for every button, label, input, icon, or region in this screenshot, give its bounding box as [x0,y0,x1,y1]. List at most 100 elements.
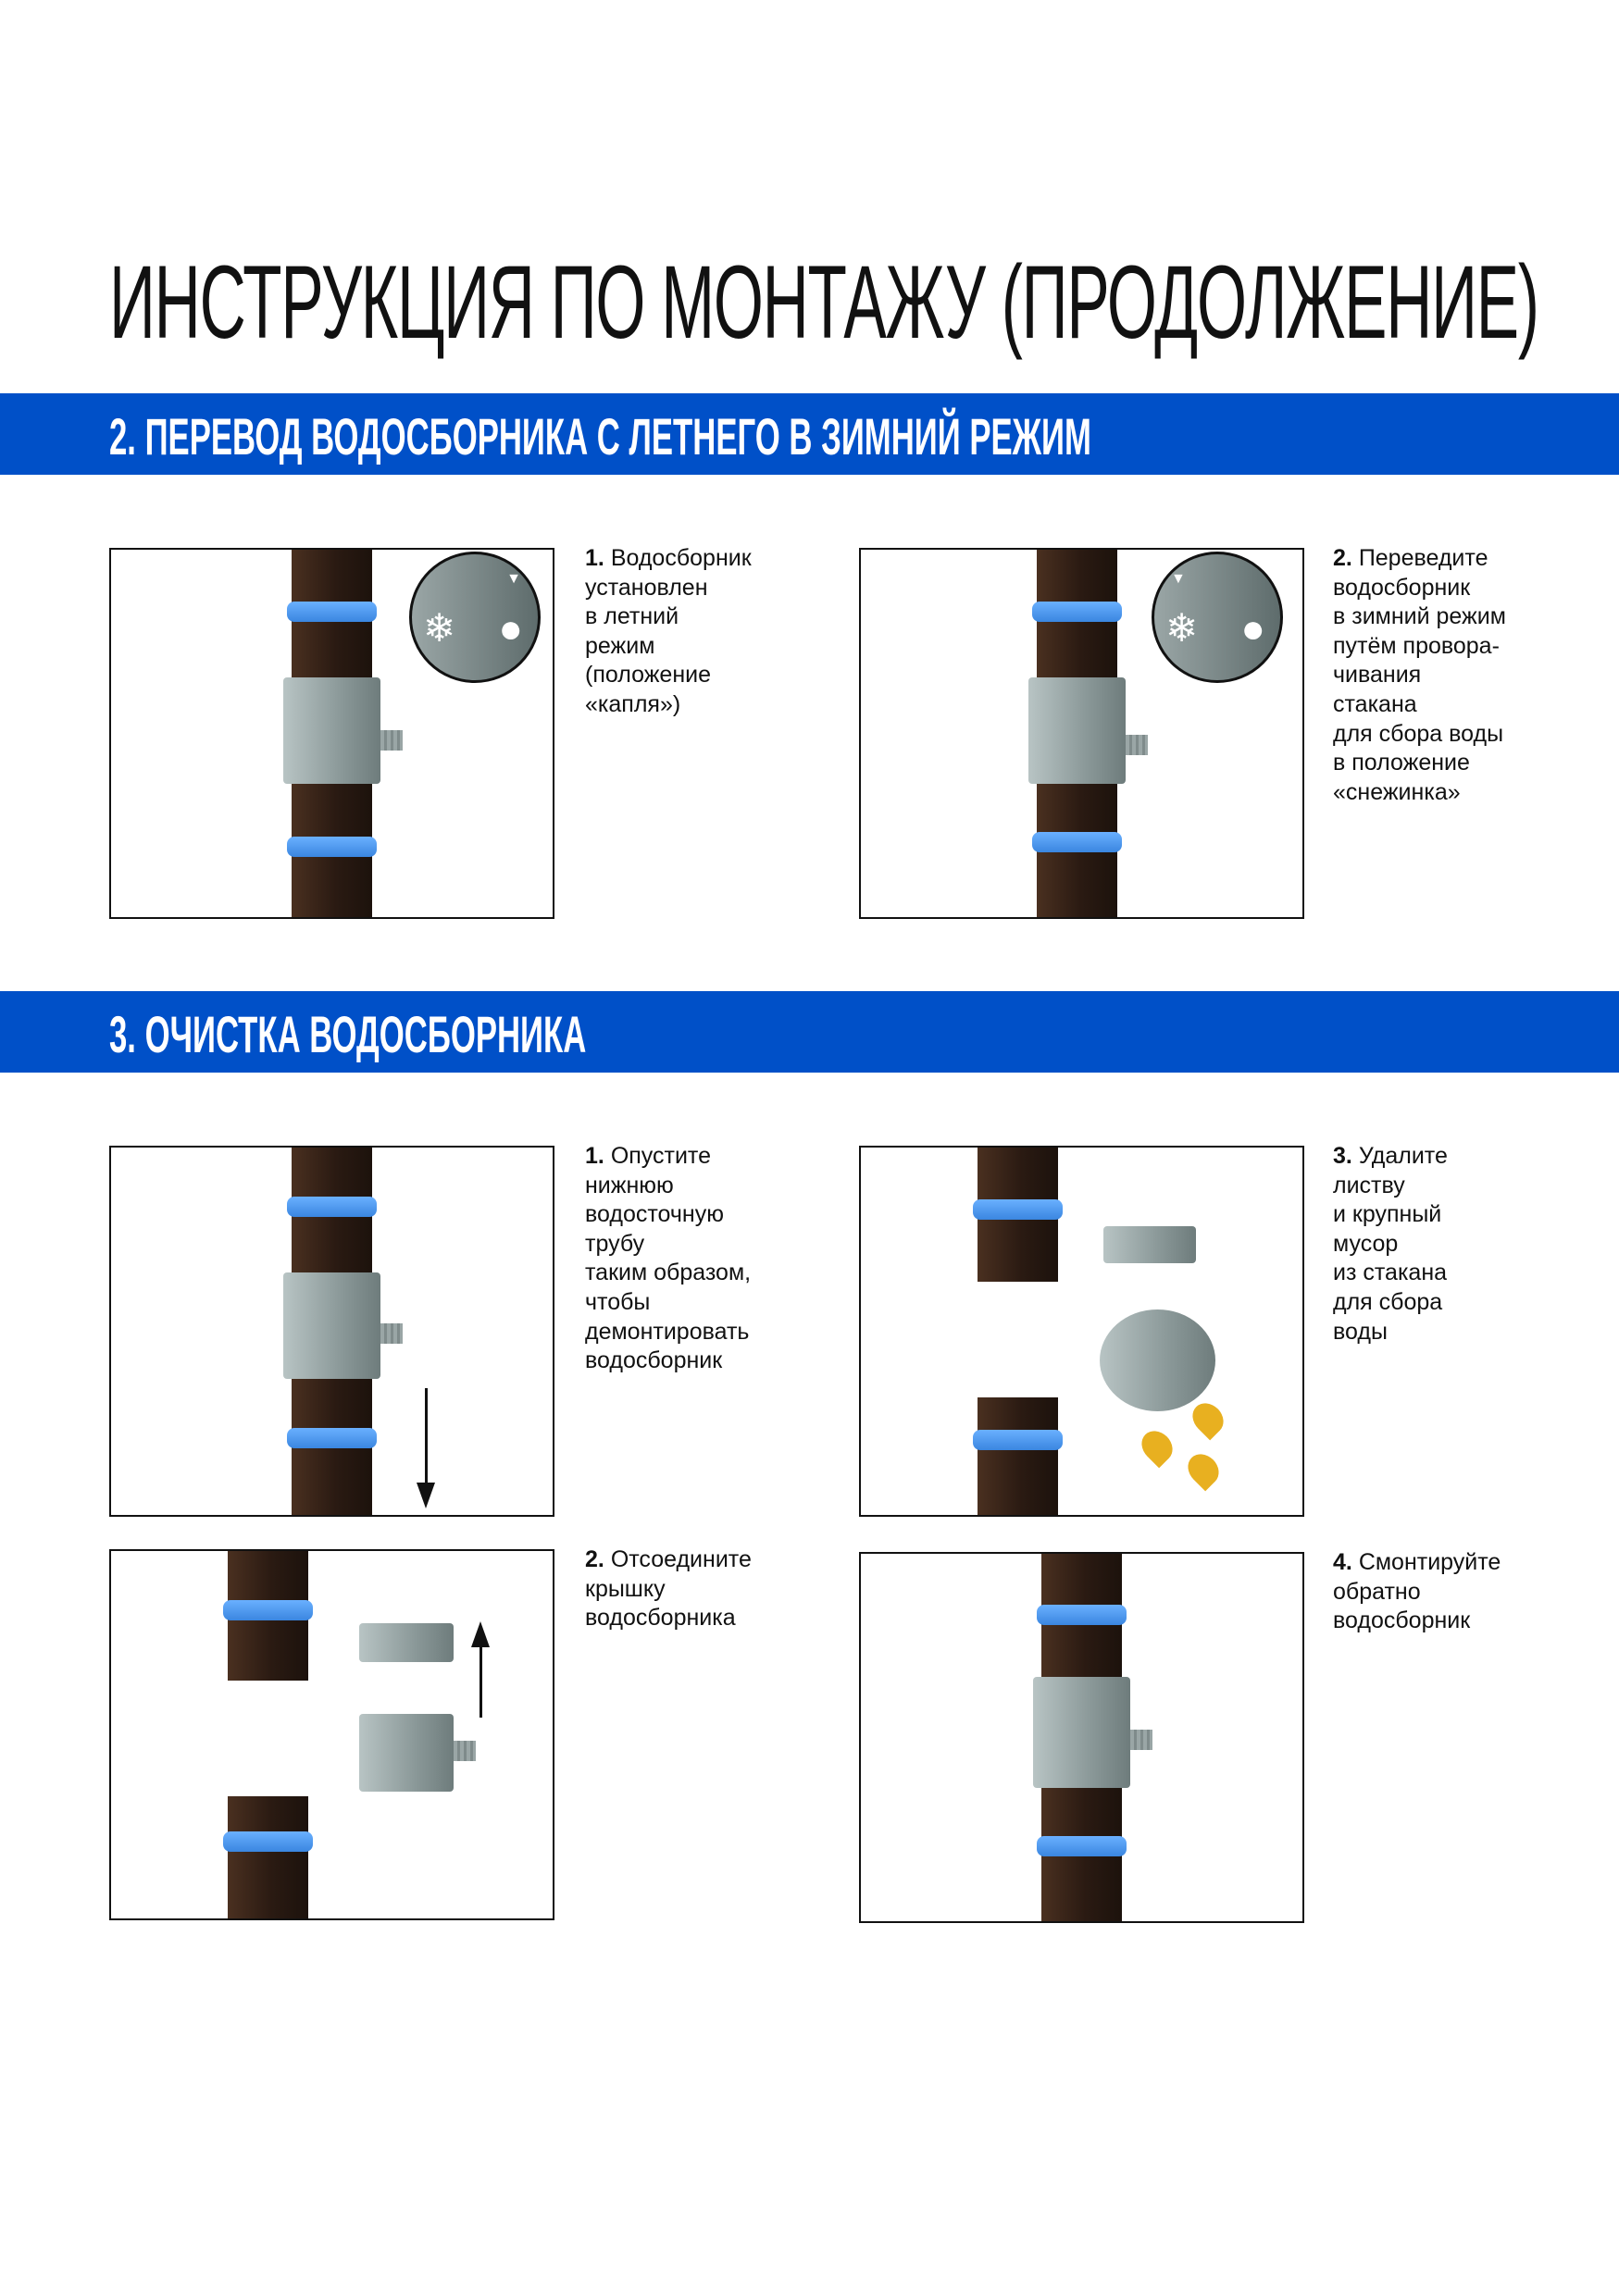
step-number: 3. [1333,1143,1352,1169]
spout [1130,1730,1152,1750]
water-collector [1028,677,1126,784]
line: для сбора воды [1333,720,1504,747]
line: «снежинка» [1333,778,1461,805]
line: в летний [585,603,679,630]
line: для сбора [1333,1288,1443,1315]
magnifier-drop-position: ▼ ❄ ● [409,552,541,683]
spout [1126,735,1148,755]
illustration-remove-leaves [859,1146,1304,1517]
step-text: 2. Отсоедините крышку водосборника [585,1545,826,1633]
step-text: 2. Переведите водосборник в зимний режим… [1333,544,1574,807]
line: водосборник [1333,574,1471,601]
step-number: 2. [1333,545,1352,571]
line: чтобы [585,1288,651,1315]
line: «капля») [585,690,681,717]
line: в положение [1333,750,1470,776]
spout [454,1741,476,1761]
line: Опустите [610,1143,712,1169]
step-text: 3. Удалите листву и крупный мусор из ста… [1333,1142,1574,1347]
snowflake-icon: ❄ [1165,606,1199,650]
pipe-ring [223,1831,313,1852]
pipe-lower [978,1397,1058,1515]
line: из стакана [1333,1260,1448,1286]
section-2-header: 2. ПЕРЕВОД ВОДОСБОРНИКА С ЛЕТНЕГО В ЗИМН… [0,393,1619,475]
illustration-summer-mode: ▼ ❄ ● [109,548,554,919]
section-3-title: 3. ОЧИСТКА ВОДОСБОРНИКА [109,1005,587,1063]
line: таким образом, [585,1260,752,1286]
line: нижнюю [585,1172,674,1198]
arrow-up-head [471,1621,490,1647]
drop-icon: ● [498,606,523,652]
illustration-detach-lid [109,1549,554,1920]
step-text: 1. Опустите нижнюю водосточную трубу так… [585,1142,826,1376]
pipe-ring [287,602,377,622]
arrow-down-head [417,1483,435,1508]
line: режим [585,632,655,659]
pointer-icon: ▼ [506,571,521,587]
pipe-ring [1032,602,1122,622]
collector-lid [1103,1226,1196,1263]
collector-lid [359,1623,454,1662]
pointer-icon: ▼ [1171,571,1186,587]
magnifier-snowflake-position: ▼ ❄ ● [1152,552,1283,683]
arrow-up-icon [479,1644,482,1718]
line: путём провора- [1333,632,1500,659]
line: водосточную [585,1201,724,1228]
line: воды [1333,1318,1388,1345]
water-collector [283,677,380,784]
collector-cup [1100,1309,1215,1411]
illustration-lower-pipe [109,1146,554,1517]
line: водосборника [585,1605,736,1632]
snowflake-icon: ❄ [423,606,456,650]
leaf-icon [1135,1424,1179,1469]
spout [380,730,403,751]
pipe-ring [973,1199,1063,1220]
pipe-ring [287,1428,377,1448]
line: водосборник [585,1347,723,1374]
leaf-icon [1181,1447,1226,1492]
water-collector [283,1272,380,1379]
pipe-ring [1037,1605,1127,1625]
line: Удалите [1358,1143,1448,1169]
pipe-ring [223,1600,313,1620]
arrow-down-icon [425,1388,428,1490]
water-collector [1033,1677,1130,1788]
line: трубу [585,1230,645,1257]
step-number: 1. [585,1143,604,1169]
step-number: 1. [585,545,604,571]
line: стакана [1333,690,1417,717]
line: мусор [1333,1230,1399,1257]
line: крышку [585,1575,666,1602]
pipe-ring [1032,832,1122,852]
line: обратно [1333,1578,1421,1605]
line: Переведите [1358,545,1488,571]
pipe-ring [1037,1836,1127,1856]
line: демонтировать [585,1318,750,1345]
pipe-ring [287,1197,377,1217]
page-title: ИНСТРУКЦИЯ ПО МОНТАЖУ (ПРОДОЛЖЕНИЕ) [109,244,1539,360]
collector-cup [359,1714,454,1792]
line: Смонтируйте [1358,1549,1501,1575]
pipe-ring [973,1430,1063,1450]
pipe-ring [287,837,377,857]
line: установлен [585,574,708,601]
line: и крупный [1333,1201,1442,1228]
step-number: 2. [585,1546,604,1572]
step-number: 4. [1333,1549,1352,1575]
spout [380,1323,403,1344]
step-text: 1. Водосборник установлен в летний режим… [585,544,826,720]
line: чивания [1333,662,1422,689]
line: Водосборник [610,545,752,571]
illustration-winter-mode: ▼ ❄ ● [859,548,1304,919]
step-text: 4. Смонтируйте обратно водосборник [1333,1548,1574,1636]
pipe-lower [228,1796,308,1918]
line: Отсоедините [610,1546,752,1572]
line: водосборник [1333,1607,1471,1634]
section-2-title: 2. ПЕРЕВОД ВОДОСБОРНИКА С ЛЕТНЕГО В ЗИМН… [109,407,1091,465]
section-3-header: 3. ОЧИСТКА ВОДОСБОРНИКА [0,991,1619,1073]
line: в зимний режим [1333,603,1506,630]
line: листву [1333,1172,1405,1198]
line: (положение [585,662,712,689]
illustration-reassemble [859,1552,1304,1923]
